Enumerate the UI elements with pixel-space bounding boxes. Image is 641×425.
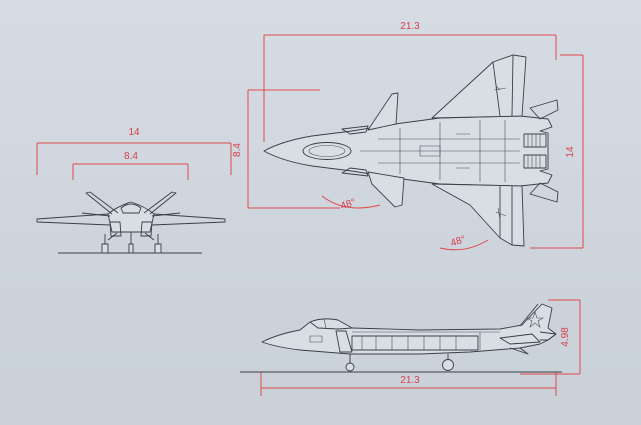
front-span-label: 14 [128,127,140,138]
top-view: 21.3 14 8.4 48° 48° [232,21,584,251]
side-height-dimension: 4.98 [520,299,581,375]
top-canard-dimension: 8.4 [232,89,340,209]
top-length-dimension: 21.3 [263,21,557,142]
front-track-dimension: 8.4 [72,151,189,180]
wing-sweep-indicator: 48° [321,195,381,212]
tail-sweep-label: 48° [449,234,467,249]
top-wingspan-label: 14 [565,146,576,158]
top-canard-label: 8.4 [232,143,243,157]
side-length-label: 21.3 [400,375,420,386]
side-length-dimension: 21.3 [260,372,557,396]
top-aircraft-planform [263,54,559,247]
wing-sweep-label: 48° [339,197,357,212]
top-wingspan-dimension: 14 [530,54,584,249]
top-length-label: 21.3 [400,21,420,32]
side-aircraft-profile [240,303,562,373]
tail-sweep-indicator: 48° [439,234,489,251]
front-span-dimension: 14 [36,127,232,175]
side-view: 4.98 21.3 [240,299,581,396]
front-track-label: 8.4 [124,151,138,162]
front-view: 14 8.4 [36,127,232,254]
side-height-label: 4.98 [560,327,571,347]
front-aircraft-silhouette [36,191,226,254]
